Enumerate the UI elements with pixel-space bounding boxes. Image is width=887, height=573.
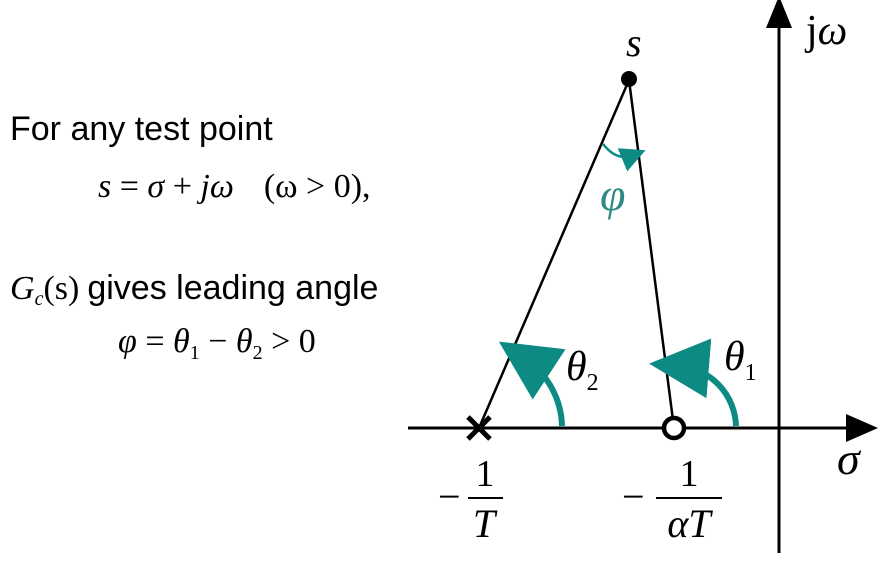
pole-label: − 1 T bbox=[438, 453, 503, 546]
sigma-axis-label: σ bbox=[837, 433, 862, 484]
pole-label-minus: − bbox=[438, 474, 461, 519]
jw-axis-arrowhead bbox=[766, 0, 792, 28]
pole-label-numerator: 1 bbox=[476, 453, 495, 495]
pole-to-s-line bbox=[477, 79, 631, 429]
zero-label-minus: − bbox=[622, 474, 645, 519]
gc-sentence: Gc(s)gives leading angle bbox=[10, 269, 378, 310]
test-point-s bbox=[621, 71, 637, 87]
zero-label-numerator: 1 bbox=[680, 453, 699, 495]
jw-axis-label: jω bbox=[804, 8, 847, 54]
zero-label: − 1 αT bbox=[622, 453, 722, 546]
zero-marker bbox=[661, 415, 687, 441]
phi-equation: φ = θ1 − θ2 > 0 bbox=[118, 323, 316, 364]
zero-label-denominator: αT bbox=[667, 501, 713, 546]
theta2-angle-arrow bbox=[498, 341, 566, 427]
phi-angle-label: φ bbox=[600, 169, 625, 220]
test-point-label: s bbox=[626, 20, 642, 65]
test-point-equation: s = σ + jω(ω > 0), bbox=[98, 168, 371, 205]
theta2-label: θ2 bbox=[566, 344, 599, 396]
theta1-label: θ1 bbox=[724, 334, 757, 386]
pole-label-denominator: T bbox=[473, 501, 498, 546]
intro-text: For any test point bbox=[10, 110, 273, 148]
theta1-angle-arrow bbox=[649, 338, 739, 427]
pole-marker bbox=[466, 415, 492, 441]
zero-to-s-line bbox=[627, 79, 676, 429]
phi-angle-arrow bbox=[602, 143, 646, 172]
sigma-axis-arrowhead bbox=[846, 414, 878, 442]
